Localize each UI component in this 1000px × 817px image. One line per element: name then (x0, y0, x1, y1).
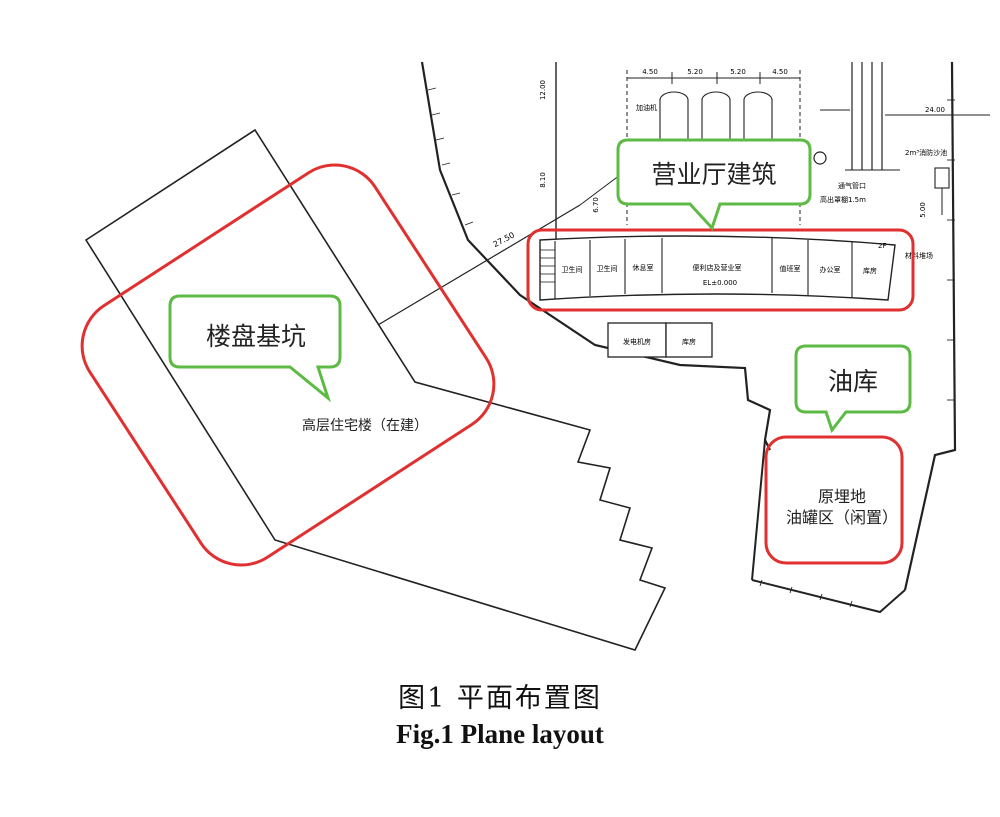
vent-height-label: 高出罩棚1.5m (820, 195, 866, 204)
material-yard-label: 材料堆场 (905, 251, 933, 260)
dimension-leader (377, 204, 581, 326)
dim-text-4: 4.50 (772, 68, 788, 76)
vent-pipe-label: 通气管口 (838, 181, 866, 190)
room-duty: 值班室 (780, 264, 801, 273)
generator-room-label: 发电机房 (623, 337, 651, 346)
warehouse-label: 库房 (682, 337, 696, 346)
site-boundary-east (903, 61, 957, 591)
callout-foundation-pit-text: 楼盘基坑 (206, 322, 306, 351)
callout-hall-text: 营业厅建筑 (651, 160, 776, 189)
callout-oil-depot-bubble (794, 344, 912, 434)
oil-tank-highlight (764, 435, 904, 565)
plane-layout-drawing: 4.50 5.20 5.20 4.50 24.00 12.00 8.10 6.7… (80, 61, 990, 651)
room-toilet-2: 卫生间 (597, 264, 618, 273)
residential-building-label: 高层住宅楼（在建） (302, 417, 428, 434)
elevation-label: EL±0.000 (703, 279, 737, 287)
boundary-hatching (427, 87, 955, 608)
room-toilet-1: 卫生间 (562, 265, 583, 274)
vent-tower (851, 62, 883, 170)
room-store: 库房 (863, 266, 877, 275)
warehouse-room (665, 322, 713, 358)
sand-pool-box (934, 167, 950, 189)
dim-text-3: 5.20 (730, 68, 746, 76)
generator-room (607, 322, 667, 358)
fire-sand-label: 2m³消防沙池 (905, 148, 947, 157)
room-office: 办公室 (820, 265, 841, 274)
site-boundary-sw (751, 439, 766, 581)
room-convenience: 便利店及营业室 (693, 263, 742, 272)
vent-pipe-icon (813, 151, 827, 165)
figure-caption-en: Fig.1 Plane layout (396, 719, 604, 749)
figure-caption-cn: 图1 平面布置图 (398, 683, 602, 714)
stair-hatch (540, 249, 555, 283)
floor-2f-label: 2F (878, 242, 886, 250)
refuel-machine-label: 加油机 (636, 103, 657, 112)
tank-area-label-1: 原埋地 (818, 487, 866, 506)
dim-text-10: 5.00 (919, 202, 927, 218)
hall-building-outline (539, 235, 896, 301)
dim-text-6: 12.00 (539, 80, 547, 100)
dim-text-1: 4.50 (642, 68, 658, 76)
dim-text-7: 8.10 (539, 172, 547, 188)
tank-area-label-2: 油罐区（闲置） (786, 508, 898, 527)
callout-oil-depot-text: 油库 (828, 367, 878, 396)
dim-text-8: 6.70 (592, 197, 600, 213)
dim-text-2: 5.20 (687, 68, 703, 76)
residential-building-outline (84, 128, 667, 651)
dim-text-5: 24.00 (925, 106, 945, 114)
site-boundary-south (751, 579, 906, 614)
room-rest: 休息室 (633, 263, 654, 272)
callout-foundation-pit-bubble (168, 294, 342, 403)
foundation-pit-highlight (80, 163, 496, 567)
callout-hall-bubble (616, 138, 812, 231)
hall-building-highlight (526, 228, 915, 312)
site-boundary-west (420, 61, 772, 451)
hall-room-dividers (554, 238, 853, 299)
dim-text-9: 27.50 (492, 230, 516, 249)
